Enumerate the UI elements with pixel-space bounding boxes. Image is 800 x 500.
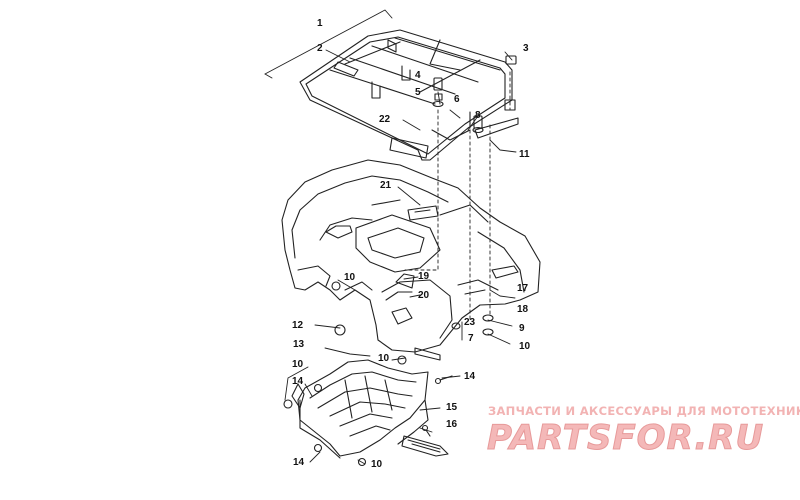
callout-6: 6 [454,94,460,105]
footrest-15 [401,435,449,457]
decal-22 [389,137,429,159]
assembly-lines [404,71,511,321]
callout-5: 5 [415,87,421,98]
callout-13: 13 [293,339,305,350]
rear-rack [299,29,519,161]
callout-10c: 10 [378,353,390,364]
watermark-logo: PARTSFOR.RU [486,418,765,459]
callout-10d: 10 [292,359,304,370]
callout-17: 17 [517,283,529,294]
callout-23: 23 [464,317,476,328]
callout-20: 20 [418,290,430,301]
callout-22: 22 [379,114,391,125]
callout-2: 2 [317,43,323,54]
footwell-fasteners [283,281,453,467]
callout-10b: 10 [519,341,531,352]
callout-16: 16 [446,419,458,430]
callout-7: 7 [468,333,474,344]
callout-11: 11 [519,149,530,160]
callout-14a: 14 [464,371,476,382]
watermark-tagline: ЗАПЧАСТИ И АКСЕССУАРЫ ДЛЯ МОТОТЕХНИКИ [488,404,800,418]
callout-18: 18 [517,304,529,315]
callout-14c: 14 [293,457,305,468]
callout-10a: 10 [344,272,356,283]
callout-19: 19 [418,271,430,282]
hardware-bolts [432,55,517,336]
callout-9: 9 [519,323,525,334]
callout-1: 1 [317,18,323,29]
callout-10e: 10 [371,459,383,470]
callout-4: 4 [415,70,421,81]
callout-8: 8 [475,110,481,121]
callout-21: 21 [380,180,392,191]
rear-fender [281,159,541,361]
callout-14b: 14 [292,376,304,387]
callout-15: 15 [446,402,458,413]
footwell [291,359,429,459]
callout-3: 3 [523,43,529,54]
callout-12: 12 [292,320,304,331]
leader-lines [264,9,517,465]
